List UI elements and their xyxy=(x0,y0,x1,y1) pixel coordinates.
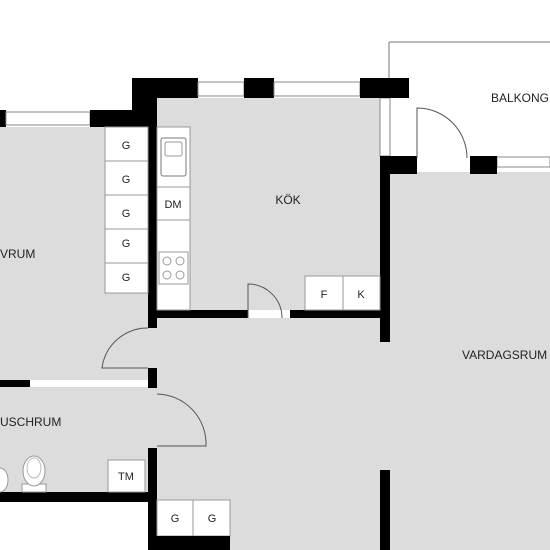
hall-wardrobe-label: G xyxy=(171,513,180,525)
hall-wardrobe[interactable] xyxy=(192,499,231,537)
wardrobe[interactable] xyxy=(104,262,149,294)
door-bedroom[interactable] xyxy=(101,327,149,369)
wardrobe-label: G xyxy=(122,238,131,250)
wardrobe-label: G xyxy=(122,208,131,220)
wardrobe[interactable] xyxy=(104,194,149,230)
wall-bath-bottom xyxy=(0,492,157,502)
burner-icon xyxy=(162,270,172,280)
wall-kitchen-living xyxy=(380,156,390,342)
door-balcony[interactable] xyxy=(416,107,468,159)
hall-wardrobe[interactable] xyxy=(156,499,194,537)
burner-icon xyxy=(175,256,185,266)
window-kitchen-a xyxy=(197,81,245,97)
door-bathroom[interactable] xyxy=(156,393,207,447)
dishwasher-label: DM xyxy=(164,199,181,211)
bedroom-label: VRUM xyxy=(0,247,35,261)
balcony-label: BALKONG xyxy=(491,91,549,105)
toilet-seat xyxy=(26,457,42,479)
window-bedroom xyxy=(5,111,91,126)
wardrobe-label: G xyxy=(122,140,131,152)
wardrobe-label: G xyxy=(122,272,131,284)
sink[interactable] xyxy=(160,137,187,177)
wall-kitchen-bottom-right xyxy=(290,310,390,318)
balcony-window-left xyxy=(379,97,391,157)
wardrobe-label: G xyxy=(122,174,131,186)
burner-icon xyxy=(175,270,185,280)
washer-label: TM xyxy=(118,471,134,483)
wardrobe[interactable] xyxy=(104,228,149,264)
hall-wardrobe-label: G xyxy=(208,513,217,525)
sink-basin xyxy=(164,141,183,157)
washing-machine[interactable] xyxy=(107,459,146,493)
freezer-label: F xyxy=(321,289,328,301)
window-kitchen-b xyxy=(273,81,361,97)
washbasin-icon[interactable] xyxy=(0,467,9,493)
wall-bedroom-bath xyxy=(0,380,30,387)
wall-bedroom-top-left xyxy=(0,110,6,127)
wall-bedroom-kitchen xyxy=(148,98,157,328)
fridge[interactable] xyxy=(342,275,381,311)
kitchen-label: KÖK xyxy=(275,193,300,207)
wall-hall-living xyxy=(380,470,390,550)
living-label: VARDAGSRUM xyxy=(462,348,547,362)
wall-kitchen-top-a xyxy=(132,78,198,98)
toilet-icon[interactable] xyxy=(22,455,46,487)
wall-hall-bottom-left xyxy=(148,536,230,550)
bathroom-label: USCHRUM xyxy=(0,415,61,429)
stove[interactable] xyxy=(158,251,189,285)
living-floor[interactable] xyxy=(384,172,550,550)
wall-bedroom-bath-right xyxy=(148,368,157,388)
door-kitchen[interactable] xyxy=(247,283,283,319)
wall-kitchen-top-c xyxy=(360,78,409,98)
living-window-top xyxy=(496,156,550,168)
wall-living-top-b xyxy=(470,156,497,174)
fridge-label: K xyxy=(357,289,365,301)
wall-kitchen-top-b xyxy=(244,78,274,98)
kitchen-floor[interactable] xyxy=(157,98,382,310)
burner-icon xyxy=(162,256,172,266)
wall-kitchen-bottom-left xyxy=(148,310,248,318)
